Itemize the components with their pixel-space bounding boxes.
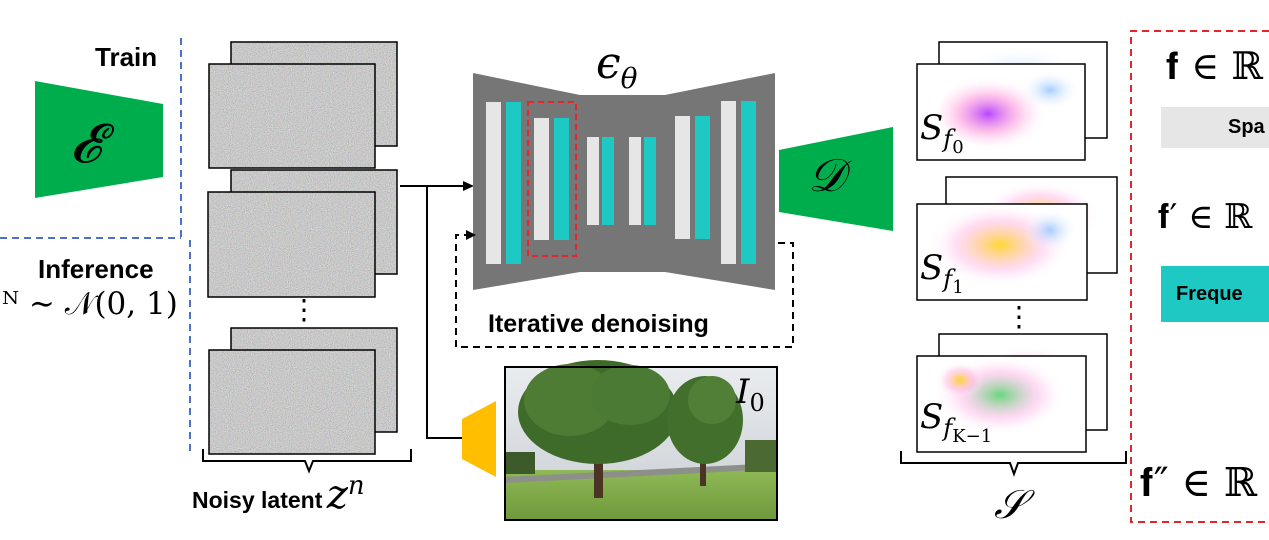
latent-dots: ⋮: [290, 293, 318, 326]
train-label: Train: [95, 42, 158, 72]
spectral-frame-1: [916, 176, 1118, 301]
frequency-label: Freque: [1176, 283, 1243, 305]
iterative-loop: [455, 234, 794, 348]
latent-to-image-line: [426, 186, 463, 439]
decoder-block: [779, 127, 893, 231]
spectrum-index-k: K−1: [952, 425, 993, 447]
spectrum-s-1: S: [920, 248, 944, 288]
spectrum-label-0: Sf0: [920, 108, 964, 158]
decoder-symbol: 𝒟: [808, 148, 845, 202]
spectrum-f-0: f: [943, 124, 953, 153]
latent-caption: Noisy latent zn: [192, 470, 365, 518]
latent-symbol-sup: n: [347, 470, 365, 501]
spectrum-label-1: Sf1: [920, 248, 964, 298]
spectra-brace: [900, 451, 1127, 477]
inference-formula: ᴺ ∼ 𝒩(0, 1): [2, 286, 178, 322]
feature-f-prime: 𝐟′ ∈ ℝ: [1158, 197, 1253, 237]
encoder-symbol: 𝓔: [70, 112, 101, 175]
spectral-frame-k: [916, 333, 1108, 453]
spatial-label: Spa: [1228, 116, 1265, 138]
image-encoder-block: [462, 401, 496, 477]
spectrum-index-0: 0: [952, 136, 964, 158]
right-panel-frame: [1130, 30, 1269, 523]
encoder-block: [35, 81, 163, 198]
frequency-bar: [1161, 266, 1269, 322]
noisy-latent-label: Noisy latent: [192, 487, 323, 513]
spectrum-index-1: 1: [952, 276, 964, 298]
unet-layers: [486, 101, 756, 264]
spectrum-f-1: f: [943, 264, 953, 293]
unet-theta: θ: [620, 61, 638, 95]
unet-highlight-box: [527, 101, 577, 257]
noisy-latent-stack-1: [208, 41, 398, 169]
feature-f: 𝐟 ∈ ℝ: [1166, 44, 1263, 88]
spatial-bar: [1161, 107, 1269, 148]
spectra-dots: ⋮: [1005, 300, 1033, 333]
latent-symbol: z: [326, 472, 348, 518]
feature-f-double-prime: 𝐟″ ∈ ℝ: [1140, 460, 1257, 506]
iterative-loop-arrowhead: [466, 230, 476, 240]
inference-label: Inference: [38, 254, 154, 284]
spectral-frame-0: [916, 41, 1108, 161]
unet-epsilon: ϵ: [596, 38, 621, 89]
image-i: I: [736, 372, 750, 412]
image-sub: 0: [749, 388, 765, 417]
spectrum-s-0: S: [920, 108, 944, 148]
latent-to-unet-arrowhead: [463, 181, 474, 191]
spectra-set-symbol: 𝒮: [994, 482, 1025, 528]
input-image-photo: [504, 360, 778, 521]
latent-brace: [202, 449, 412, 474]
spectrum-f-k: f: [943, 413, 953, 442]
iterative-denoising-label: Iterative denoising: [488, 310, 709, 338]
image-symbol: I0: [736, 372, 765, 417]
spectrum-s-k: S: [920, 397, 944, 437]
unet-symbol: ϵθ: [596, 38, 638, 95]
noisy-latent-stack-2: [207, 169, 398, 298]
noisy-latent-stack-3: [208, 327, 398, 455]
spectrum-label-k: SfK−1: [920, 397, 992, 447]
